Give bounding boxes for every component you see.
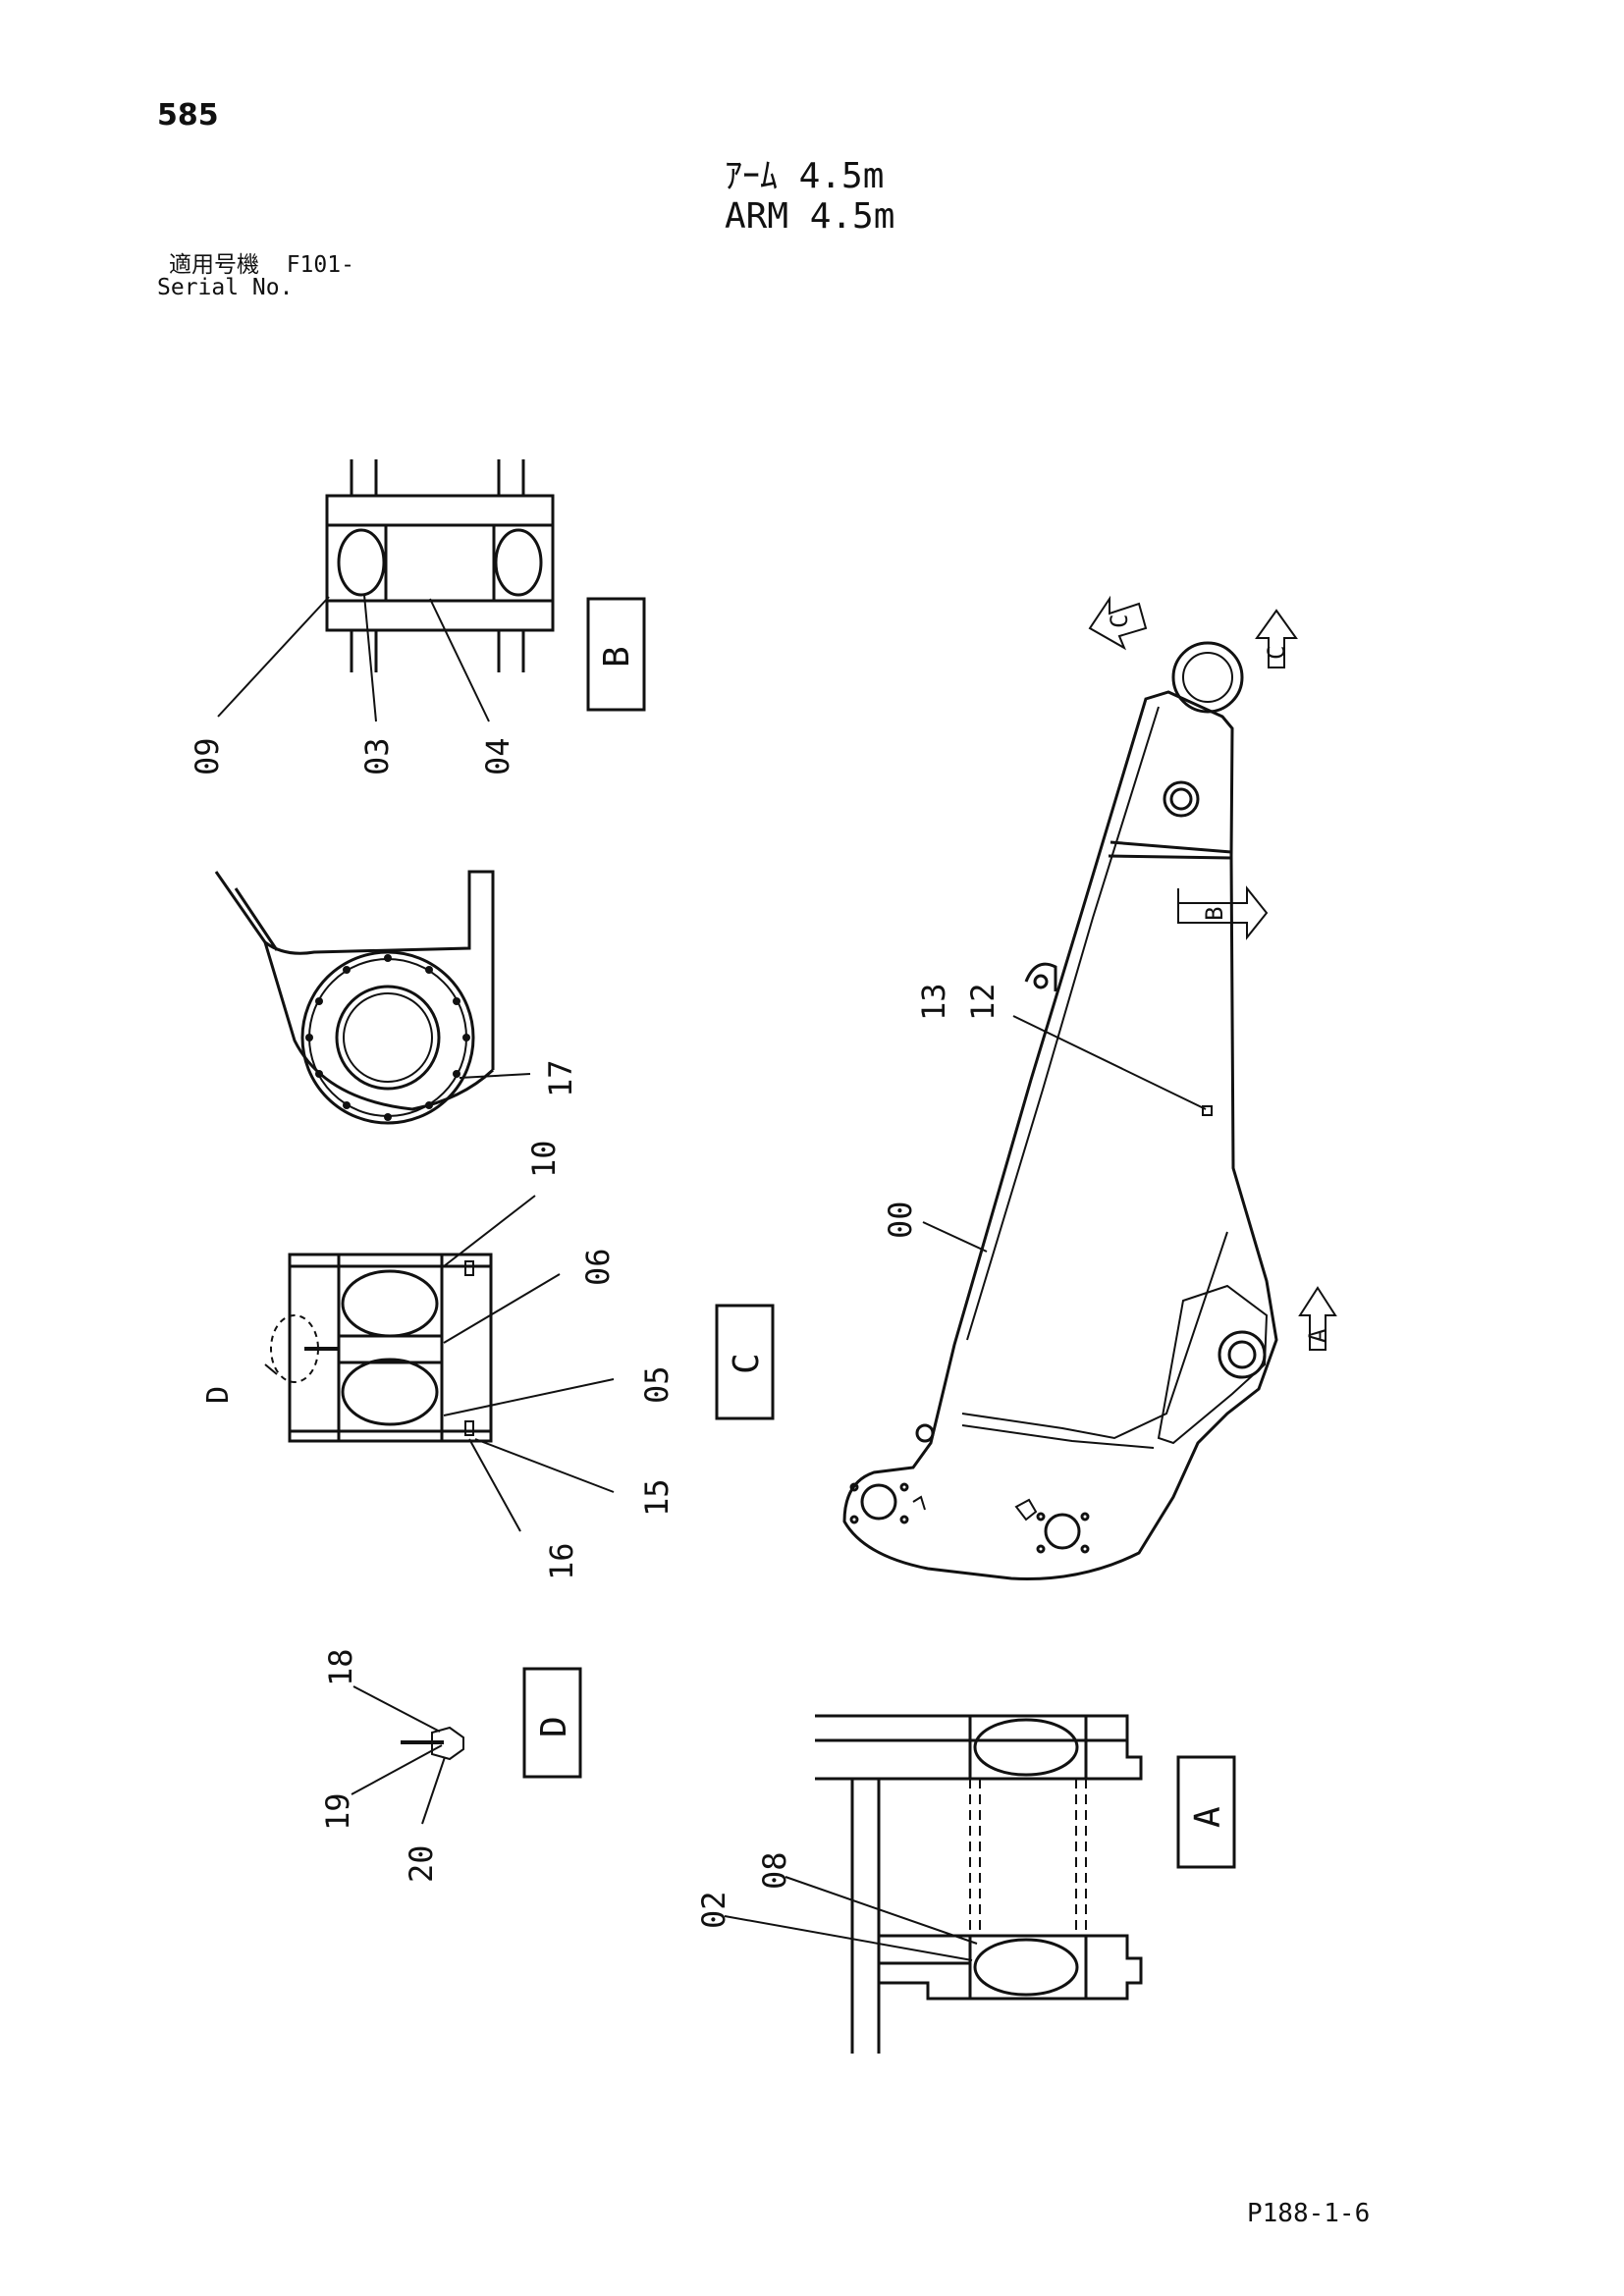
arm-main-body <box>842 641 1278 1580</box>
callout-19: 19 <box>319 1792 356 1831</box>
view-a-detail <box>724 1714 1236 2054</box>
arrow-c-left-label: C <box>1106 614 1133 628</box>
view-c-detail <box>264 1195 775 1532</box>
callout-15: 15 <box>638 1478 676 1517</box>
callout-06: 06 <box>579 1248 617 1286</box>
callout-10: 10 <box>525 1140 563 1178</box>
page-number: 585 <box>157 98 219 133</box>
view-b-label-box <box>586 597 646 712</box>
view-a-label: A <box>1188 1806 1228 1828</box>
view-d-label: D <box>534 1716 574 1737</box>
serial-label-japanese: 適用号機 F101- <box>169 253 354 277</box>
callout-13: 13 <box>915 983 952 1021</box>
callout-08: 08 <box>756 1851 793 1890</box>
view-arrow-c-right <box>1255 609 1298 668</box>
footer-code: P188-1-6 <box>1247 2199 1371 2228</box>
view-b-detail <box>217 459 646 722</box>
serial-label-english: Serial No. <box>157 275 294 300</box>
view-arrow-a <box>1298 1286 1337 1351</box>
view-b-label: B <box>597 646 637 667</box>
callout-02: 02 <box>695 1891 732 1929</box>
callout-03: 03 <box>358 737 396 775</box>
title-japanese: ｱｰﾑ 4.5m <box>725 156 885 196</box>
callout-18: 18 <box>322 1648 359 1686</box>
serial-jp-label: 適用号機 <box>169 252 259 278</box>
callout-12: 12 <box>964 983 1001 1021</box>
arrow-b-label: B <box>1201 907 1228 921</box>
view-c-label: C <box>727 1353 767 1374</box>
callout-09: 09 <box>189 737 226 775</box>
callout-16: 16 <box>543 1542 580 1580</box>
serial-value: F101- <box>286 252 354 278</box>
callout-04: 04 <box>479 737 516 775</box>
view-arrow-c-left <box>1088 595 1148 651</box>
view-d-label-box <box>522 1667 582 1779</box>
callout-20: 20 <box>403 1844 440 1883</box>
view-boss-detail <box>214 870 531 1125</box>
callout-00: 00 <box>882 1201 919 1239</box>
title-english: ARM 4.5m <box>725 196 895 237</box>
view-arrow-b <box>1177 885 1269 940</box>
detail-d-marker: D <box>201 1386 236 1404</box>
arrow-c-right-label: C <box>1263 646 1290 660</box>
view-c-label-box <box>715 1304 775 1420</box>
view-a-label-box <box>1176 1755 1236 1869</box>
arrow-a-label: A <box>1304 1328 1331 1343</box>
callout-17: 17 <box>542 1059 579 1097</box>
callout-05: 05 <box>638 1365 676 1404</box>
view-d-detail <box>351 1667 582 1825</box>
